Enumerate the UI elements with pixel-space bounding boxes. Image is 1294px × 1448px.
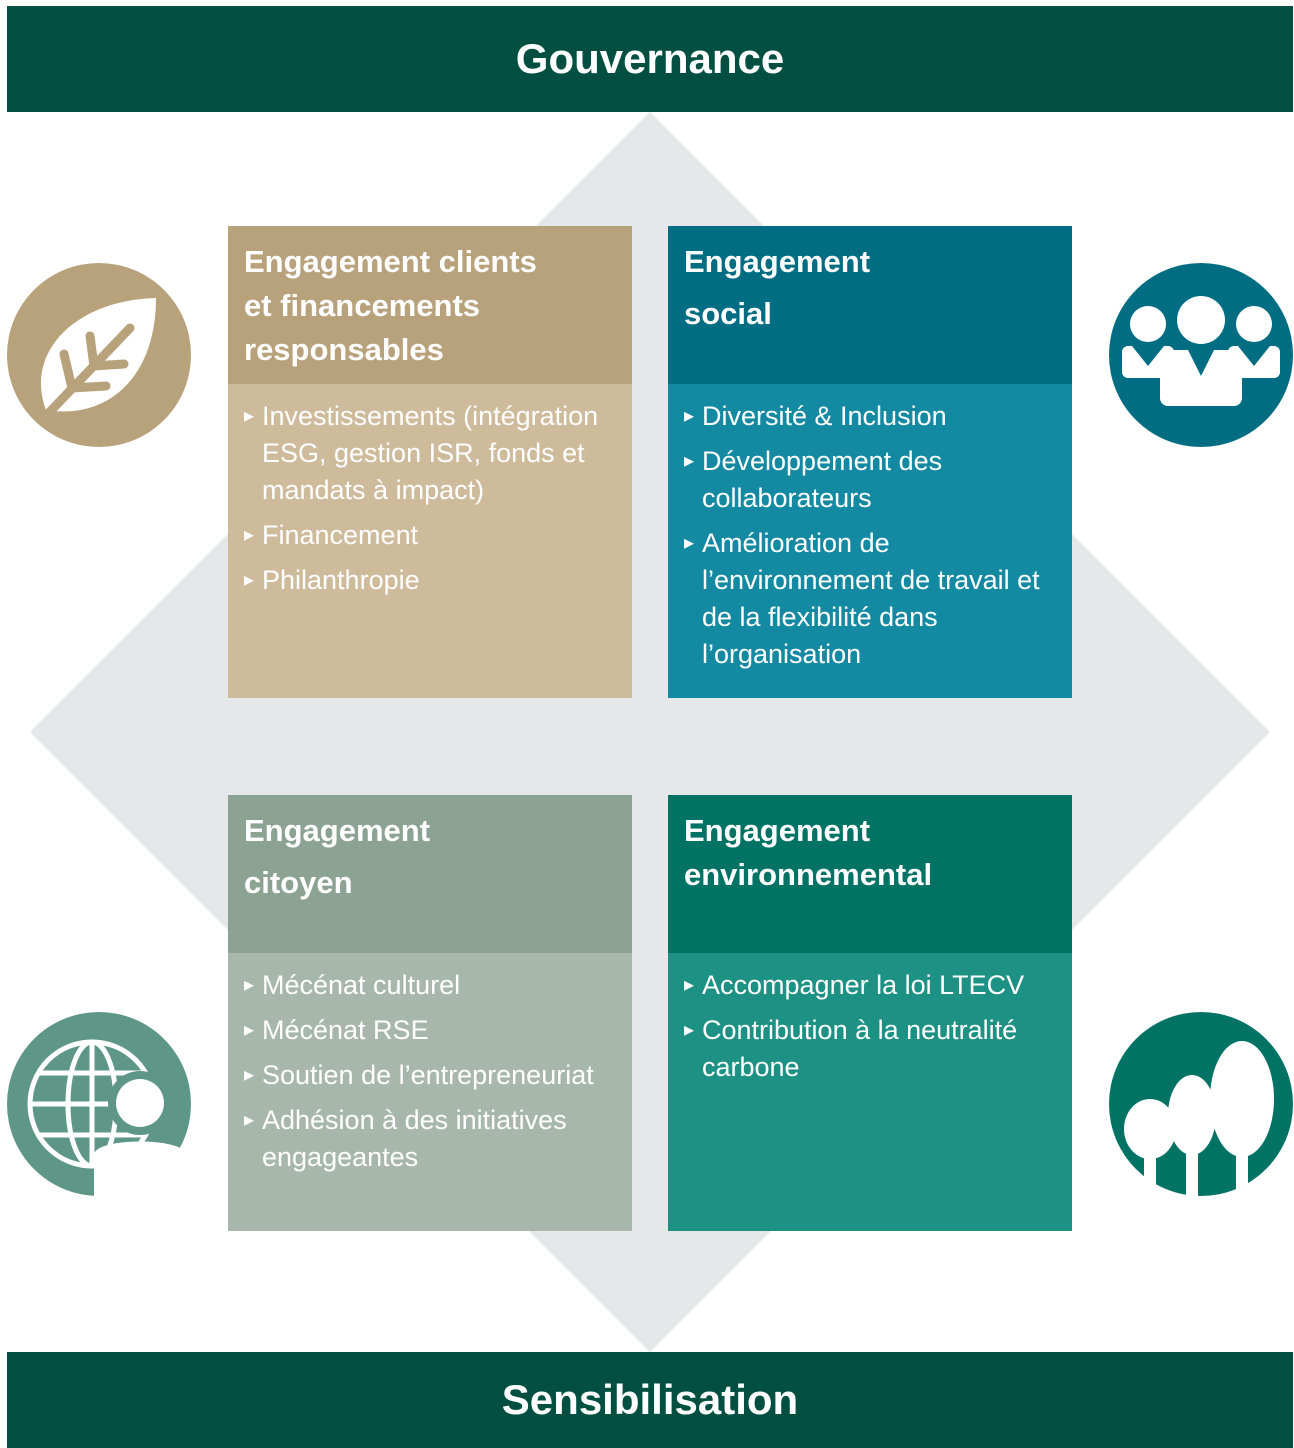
list-item: Adhésion à des initiatives engageantes: [244, 1102, 614, 1176]
quadrant-social: Engagement social Diversité & Inclusion …: [668, 226, 1072, 698]
sensibilisation-title: Sensibilisation: [501, 1376, 799, 1423]
quadrant-env-list: Accompagner la loi LTECV Contribution à …: [668, 953, 1072, 1231]
quadrant-citoyen: Engagement citoyen Mécénat culturel Mécé…: [228, 795, 632, 1231]
title-line: responsables: [244, 332, 444, 367]
title-line: et financements: [244, 288, 481, 323]
quadrant-social-title: Engagement social: [668, 226, 1072, 384]
sensibilisation-band: Sensibilisation: [7, 1352, 1293, 1448]
leaf-icon: [7, 263, 191, 447]
list-item: Contribution à la neutralité carbone: [684, 1012, 1054, 1086]
governance-title: Gouvernance: [515, 35, 785, 82]
quadrant-citoyen-list: Mécénat culturel Mécénat RSE Soutien de …: [228, 953, 632, 1231]
quadrant-environnemental: Engagement environnemental Accompagner l…: [668, 795, 1072, 1231]
globe-person-icon: [7, 1012, 191, 1197]
list-item: Financement: [244, 517, 614, 554]
title-line: environnemental: [684, 857, 933, 892]
list-item: Amélioration de l’environnement de trava…: [684, 525, 1054, 673]
title-line: social: [684, 296, 772, 331]
quadrant-clients: Engagement clients et financements respo…: [228, 226, 632, 698]
list-item: Diversité & Inclusion: [684, 398, 1054, 435]
list-item: Mécénat RSE: [244, 1012, 614, 1049]
list-item: Accompagner la loi LTECV: [684, 967, 1054, 1004]
trees-icon: [1109, 1012, 1293, 1197]
title-line: Engagement clients: [244, 244, 537, 279]
quadrant-citoyen-title: Engagement citoyen: [228, 795, 632, 953]
quadrant-social-list: Diversité & Inclusion Développement des …: [668, 384, 1072, 698]
title-line: Engagement: [684, 813, 871, 848]
title-line: citoyen: [244, 865, 353, 900]
list-item: Mécénat culturel: [244, 967, 614, 1004]
people-icon: [1109, 263, 1293, 447]
governance-band: Gouvernance: [7, 6, 1293, 112]
list-item: Soutien de l’entrepreneuriat: [244, 1057, 614, 1094]
quadrant-clients-list: Investissements (intégration ESG, gestio…: [228, 384, 632, 698]
quadrant-clients-title: Engagement clients et financements respo…: [228, 226, 632, 384]
list-item: Philanthropie: [244, 562, 614, 599]
quadrant-env-title: Engagement environnemental: [668, 795, 1072, 953]
title-line: Engagement: [244, 813, 431, 848]
list-item: Développement des collaborateurs: [684, 443, 1054, 517]
list-item: Investissements (intégration ESG, gestio…: [244, 398, 614, 509]
title-line: Engagement: [684, 244, 871, 279]
